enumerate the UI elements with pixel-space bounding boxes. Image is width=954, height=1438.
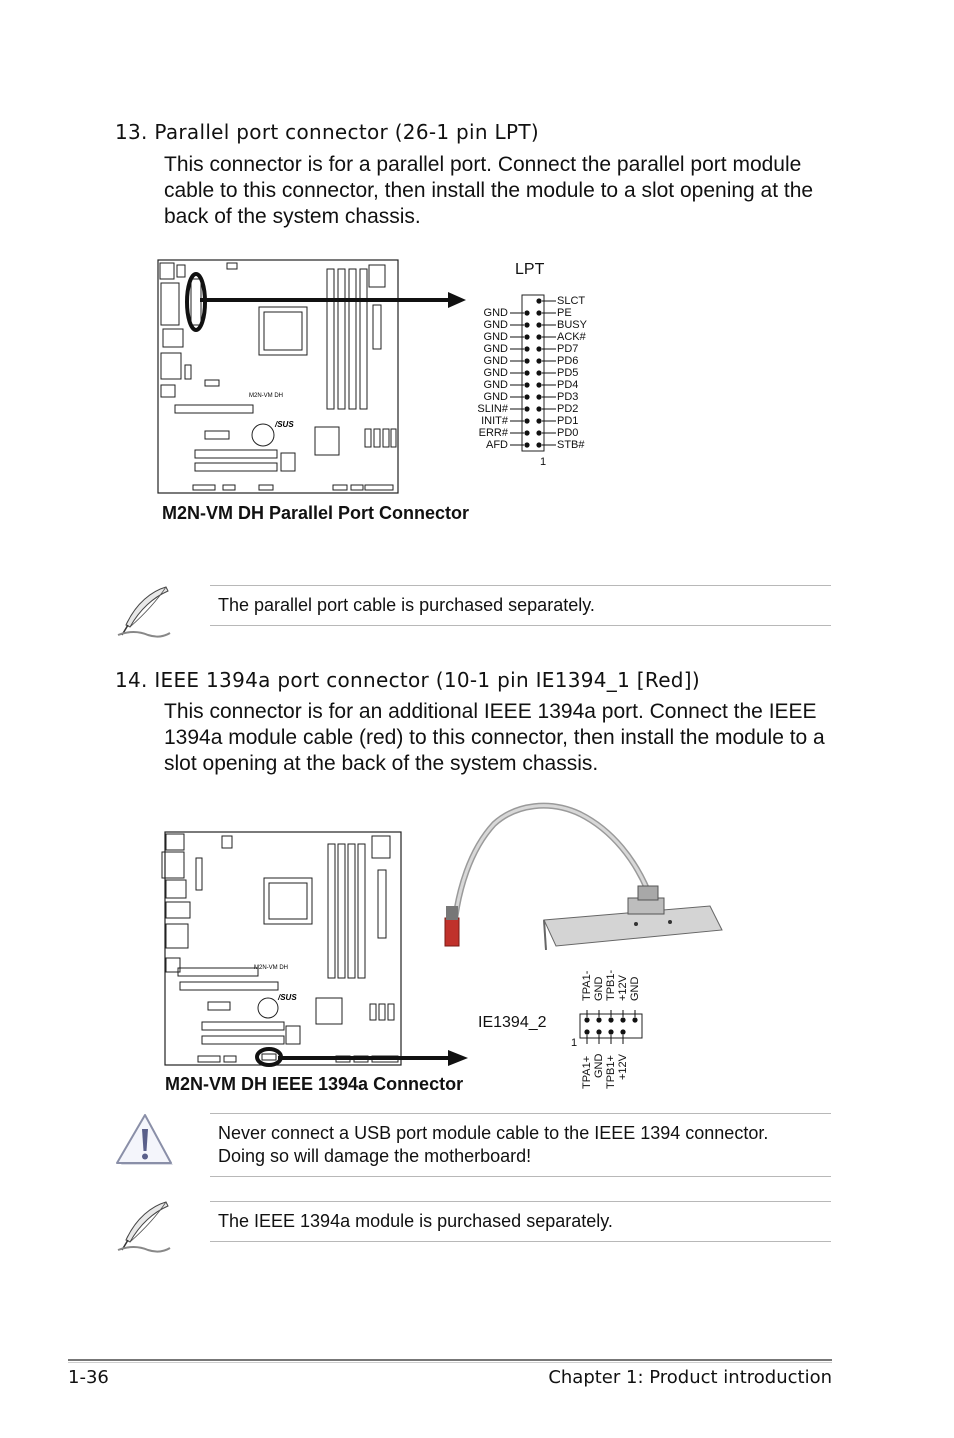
lpt-pin-label: GND xyxy=(483,319,508,331)
lpt-pin-label: GND xyxy=(483,307,508,319)
ie1394-pin-label: +12V xyxy=(617,1054,629,1080)
lpt-pin-label: GND xyxy=(483,331,508,343)
ie1394-connector-label: IE1394_2 xyxy=(478,1014,547,1031)
pen-note-icon xyxy=(117,1201,171,1253)
ieee-figure-caption: M2N-VM DH IEEE 1394a Connector xyxy=(165,1074,464,1094)
ie1394-pin-label: TPB1+ xyxy=(605,1055,617,1089)
lpt-pin-label: PE xyxy=(557,307,572,319)
lpt-pin-label: GND xyxy=(483,379,508,391)
ie1394-pin-label: GND xyxy=(593,1053,605,1078)
lpt-pin-label: PD4 xyxy=(557,379,579,391)
lpt-pin-label: GND xyxy=(483,391,508,403)
asus-logo: /SUS xyxy=(277,993,297,1002)
ie1394-pin-header xyxy=(579,1010,643,1044)
lpt-pin-header xyxy=(510,294,556,452)
lpt-pin-label: STB# xyxy=(557,439,585,451)
ieee-pointer-arrow xyxy=(278,1050,468,1066)
ie1394-pin-label: GND xyxy=(593,976,605,1001)
section-14-body: This connector is for an additional IEEE… xyxy=(164,700,825,775)
asus-logo: /SUS xyxy=(274,420,294,429)
warning-text: Never connect a USB port module cable to… xyxy=(218,1123,769,1166)
section-14-title: 14. IEEE 1394a port connector (10-1 pin … xyxy=(115,668,700,692)
lpt-figure-caption: M2N-VM DH Parallel Port Connector xyxy=(162,503,470,523)
lpt-pin-label: PD2 xyxy=(557,403,579,415)
warning-triangle-icon xyxy=(116,1114,173,1165)
lpt-pin-label: ERR# xyxy=(478,427,508,439)
ie1394-pin1-label: 1 xyxy=(571,1037,578,1049)
lpt-pin-label: PD7 xyxy=(557,343,579,355)
lpt-pin-label: GND xyxy=(483,355,508,367)
lpt-pin-label: SLIN# xyxy=(477,403,508,415)
ie1394-pin-label: TPA1- xyxy=(581,970,593,1001)
lpt-pin-label: PD1 xyxy=(557,415,579,427)
ie1394-pin-label: TPA1+ xyxy=(581,1055,593,1089)
lpt-pin-label: GND xyxy=(483,367,508,379)
lpt-pin-label: PD5 xyxy=(557,367,579,379)
lpt-pin-label: INIT# xyxy=(481,415,508,427)
chapter-title: Chapter 1: Product introduction xyxy=(548,1367,832,1388)
ie1394-pin-label: +12V xyxy=(617,975,629,1001)
lpt-pin-label: BUSY xyxy=(557,319,587,331)
ieee-cable-bracket-photo xyxy=(444,802,723,950)
section-13-title: 13. Parallel port connector (26-1 pin LP… xyxy=(115,120,539,144)
lpt-left-pin-labels: GND GND GND GND GND GND GND GND SLIN# IN… xyxy=(460,307,508,451)
lpt-pin-label: AFD xyxy=(486,439,508,451)
page-number: 1-36 xyxy=(68,1367,109,1388)
ieee-motherboard-diagram: M2N-VM DH /SUS xyxy=(161,831,402,1067)
lpt-pin-label: PD6 xyxy=(557,355,579,367)
note-1-text: The parallel port cable is purchased sep… xyxy=(218,595,595,615)
lpt-pin1-label: 1 xyxy=(540,456,547,468)
section-13-body: This connector is for a parallel port. C… xyxy=(164,153,814,228)
lpt-pin-label: GND xyxy=(483,343,508,355)
pen-note-icon xyxy=(117,586,171,638)
ieee-board-label: M2N-VM DH xyxy=(254,965,288,971)
ie1394-pin-label: GND xyxy=(629,976,641,1001)
lpt-right-pin-labels: SLCT PE BUSY ACK# PD7 PD6 PD5 PD4 PD3 PD… xyxy=(557,295,587,451)
lpt-pin-label: SLCT xyxy=(557,295,586,307)
lpt-connector-label: LPT xyxy=(515,261,545,278)
lpt-board-label: M2N-VM DH xyxy=(249,393,283,399)
lpt-pointer-arrow xyxy=(200,292,466,308)
ie1394-pin-label: TPB1- xyxy=(605,969,617,1001)
lpt-pin-label: PD3 xyxy=(557,391,579,403)
lpt-pin-label: PD0 xyxy=(557,427,579,439)
note-2-text: The IEEE 1394a module is purchased separ… xyxy=(218,1211,613,1231)
lpt-pin-label: ACK# xyxy=(557,331,586,343)
